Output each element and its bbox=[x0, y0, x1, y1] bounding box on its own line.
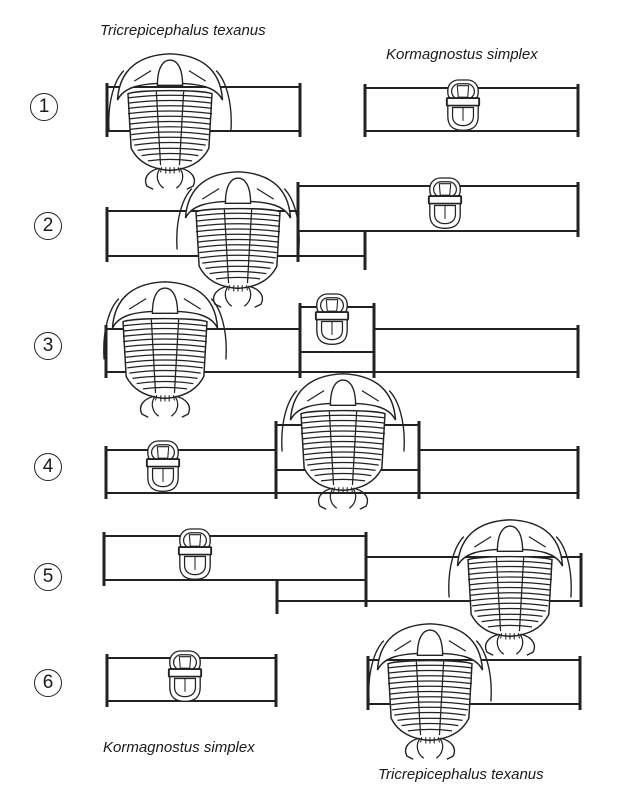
row4-tricrepicephalus-trilobite-icon bbox=[282, 374, 404, 509]
row4-kormagnostus-trilobite-icon bbox=[147, 441, 179, 491]
row2-tricrepicephalus-trilobite-icon bbox=[177, 172, 299, 307]
row6-tricrepicephalus-trilobite-icon bbox=[369, 624, 491, 759]
row1-tricrepicephalus-trilobite-icon bbox=[109, 54, 231, 189]
row1-kormagnostus-trilobite-icon bbox=[447, 80, 479, 130]
row3-kormagnostus-trilobite-icon bbox=[316, 294, 348, 344]
row2-kormagnostus-trilobite-icon bbox=[429, 178, 461, 228]
row3-tricrepicephalus-trilobite-icon bbox=[104, 282, 226, 417]
row5-kormagnostus-trilobite-icon bbox=[179, 529, 211, 579]
row6-kormagnostus-trilobite-icon bbox=[169, 651, 201, 701]
